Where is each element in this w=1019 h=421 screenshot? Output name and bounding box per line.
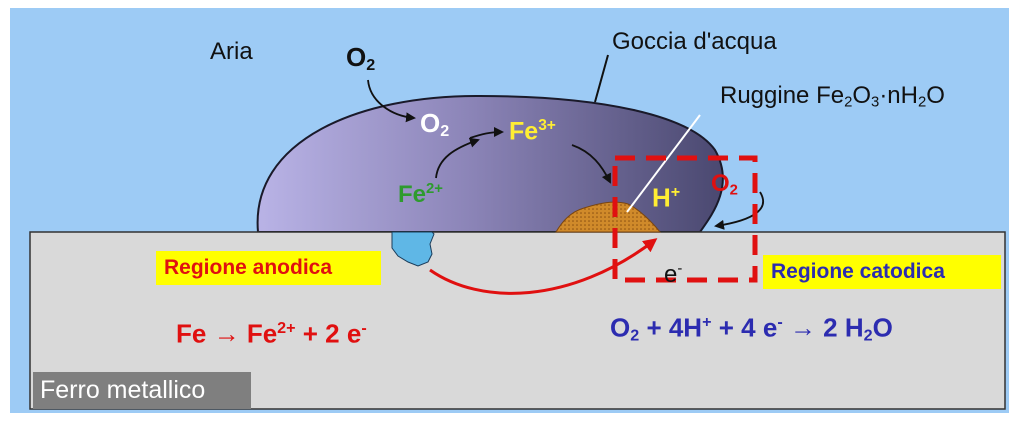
cathodic-equation: O2 + 4H+ + 4 e- → 2 H2O bbox=[610, 312, 893, 345]
electron-flow-arrow bbox=[429, 238, 658, 295]
anodic-label-bg bbox=[156, 251, 381, 285]
label-ferro-metallico: Ferro metallico bbox=[40, 376, 206, 404]
arrow-fe3-to-rust bbox=[571, 144, 611, 184]
label-o2-drop: O2 bbox=[420, 108, 450, 141]
label-regione-anodica: Regione anodica bbox=[164, 256, 333, 279]
arrow-o2-into-drop bbox=[367, 79, 416, 123]
cathodic-region-box bbox=[612, 155, 758, 283]
label-aria: Aria bbox=[210, 38, 253, 65]
ferro-label-bg bbox=[33, 372, 251, 409]
label-fe3: Fe3+ bbox=[509, 117, 556, 146]
label-hplus: H+ bbox=[652, 182, 681, 213]
goccia-leader bbox=[594, 54, 609, 103]
rust-deposit bbox=[555, 201, 662, 233]
label-ruggine: Ruggine Fe2O3·nH2O bbox=[720, 82, 945, 111]
label-electron: e- bbox=[664, 260, 683, 288]
label-goccia: Goccia d'acqua bbox=[612, 28, 777, 55]
ruggine-leader bbox=[626, 114, 701, 213]
label-o2-cathode: O2 bbox=[711, 170, 738, 199]
label-regione-catodica: Regione catodica bbox=[771, 260, 945, 283]
cathodic-label-bg bbox=[763, 255, 1001, 289]
label-o2-air: O2 bbox=[346, 42, 376, 75]
anodic-pit bbox=[391, 231, 435, 267]
arrow-fe2-to-o2 bbox=[435, 137, 480, 179]
anodic-equation: Fe → Fe2+ + 2 e- bbox=[176, 318, 367, 349]
arrow-to-fe3 bbox=[469, 127, 504, 139]
label-fe2: Fe2+ bbox=[398, 180, 443, 208]
water-droplet bbox=[256, 94, 724, 233]
